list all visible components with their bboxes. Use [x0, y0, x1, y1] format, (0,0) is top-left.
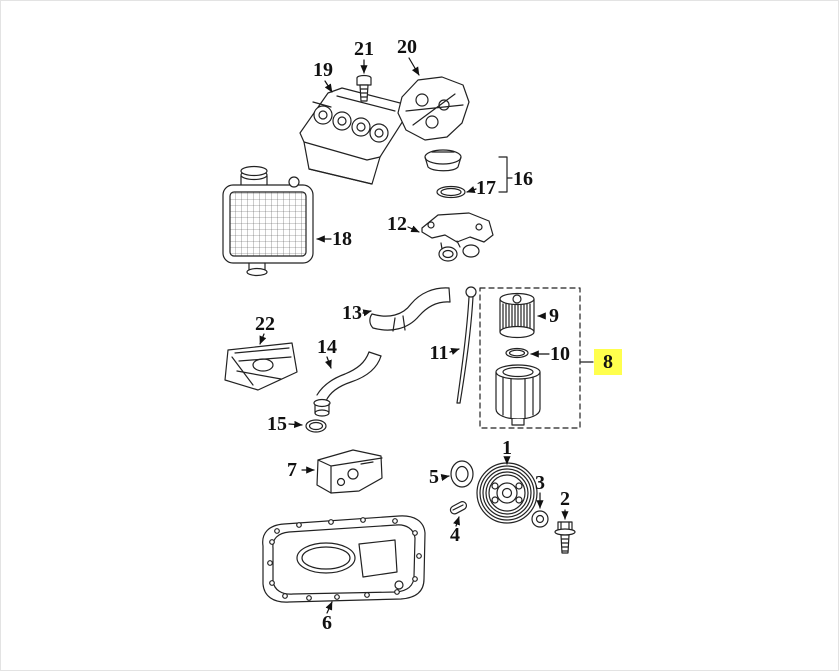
callout-1[interactable]: 1 — [502, 437, 512, 459]
callout-3[interactable]: 3 — [535, 472, 545, 494]
group-16-bracket — [498, 156, 513, 193]
part-21-bolt-drawing — [356, 74, 372, 102]
part-1-crank-pulley-drawing — [476, 462, 538, 524]
callout-5[interactable]: 5 — [429, 466, 439, 488]
part-11-dipstick-drawing — [456, 286, 477, 404]
arrow-12 — [407, 225, 420, 233]
arrow-13 — [362, 309, 372, 317]
callout-2[interactable]: 2 — [560, 488, 570, 510]
arrow-14 — [324, 356, 332, 369]
arrow-22 — [259, 333, 267, 345]
callout-17[interactable]: 17 — [476, 177, 496, 199]
part-14-pipe-drawing — [313, 351, 382, 417]
arrow-20 — [408, 57, 420, 76]
callout-18[interactable]: 18 — [332, 228, 352, 250]
arrow-11 — [449, 348, 460, 355]
part-5-seal-drawing — [450, 460, 474, 488]
callout-20[interactable]: 20 — [397, 36, 417, 58]
part-17-gasket-drawing — [436, 185, 466, 199]
callout-8[interactable]: 8 — [594, 349, 622, 375]
callout-6[interactable]: 6 — [322, 612, 332, 634]
callout-15[interactable]: 15 — [267, 413, 287, 435]
arrow-15 — [288, 420, 303, 428]
callout-12[interactable]: 12 — [387, 213, 407, 235]
part-4-key-drawing — [449, 501, 468, 515]
callout-19[interactable]: 19 — [313, 59, 333, 81]
part-22-baffle-plate-drawing — [224, 342, 298, 391]
part-19-valve-cover-drawing — [299, 87, 409, 185]
part-6-oil-pan-drawing — [262, 515, 426, 603]
part-20-head-cover-drawing — [397, 76, 470, 141]
callout-9[interactable]: 9 — [549, 305, 559, 327]
callout-7[interactable]: 7 — [287, 459, 297, 481]
callout-13[interactable]: 13 — [342, 302, 362, 324]
part-3-washer-drawing — [531, 510, 549, 528]
part-13-hose-drawing — [369, 287, 451, 332]
callout-4[interactable]: 4 — [450, 524, 460, 546]
callout-10[interactable]: 10 — [550, 343, 570, 365]
arrow-4 — [453, 516, 460, 527]
arrow-6 — [325, 601, 333, 614]
part-10-oring-drawing — [505, 347, 529, 359]
arrow-19 — [324, 80, 333, 93]
part-12-water-passage-drawing — [421, 212, 494, 262]
callout-arrows — [259, 57, 569, 614]
callout-14[interactable]: 14 — [317, 336, 337, 358]
callout-11[interactable]: 11 — [429, 342, 449, 364]
arrow-17 — [466, 186, 477, 193]
part-18-oil-cooler-drawing — [222, 165, 314, 277]
arrow-5 — [440, 473, 450, 482]
part-8-group-outline — [479, 287, 581, 429]
part-15-oring-drawing — [305, 419, 327, 433]
callout-22[interactable]: 22 — [255, 313, 275, 335]
part-7-bracket-drawing — [316, 449, 383, 494]
part-16-oil-cap-drawing — [424, 149, 462, 172]
callout-16[interactable]: 16 — [513, 168, 533, 190]
part-9-filter-element-drawing — [499, 292, 535, 339]
callout-21[interactable]: 21 — [354, 38, 374, 60]
part-2-bolt-drawing — [554, 521, 576, 554]
part-8-filter-housing-drawing — [495, 364, 541, 426]
